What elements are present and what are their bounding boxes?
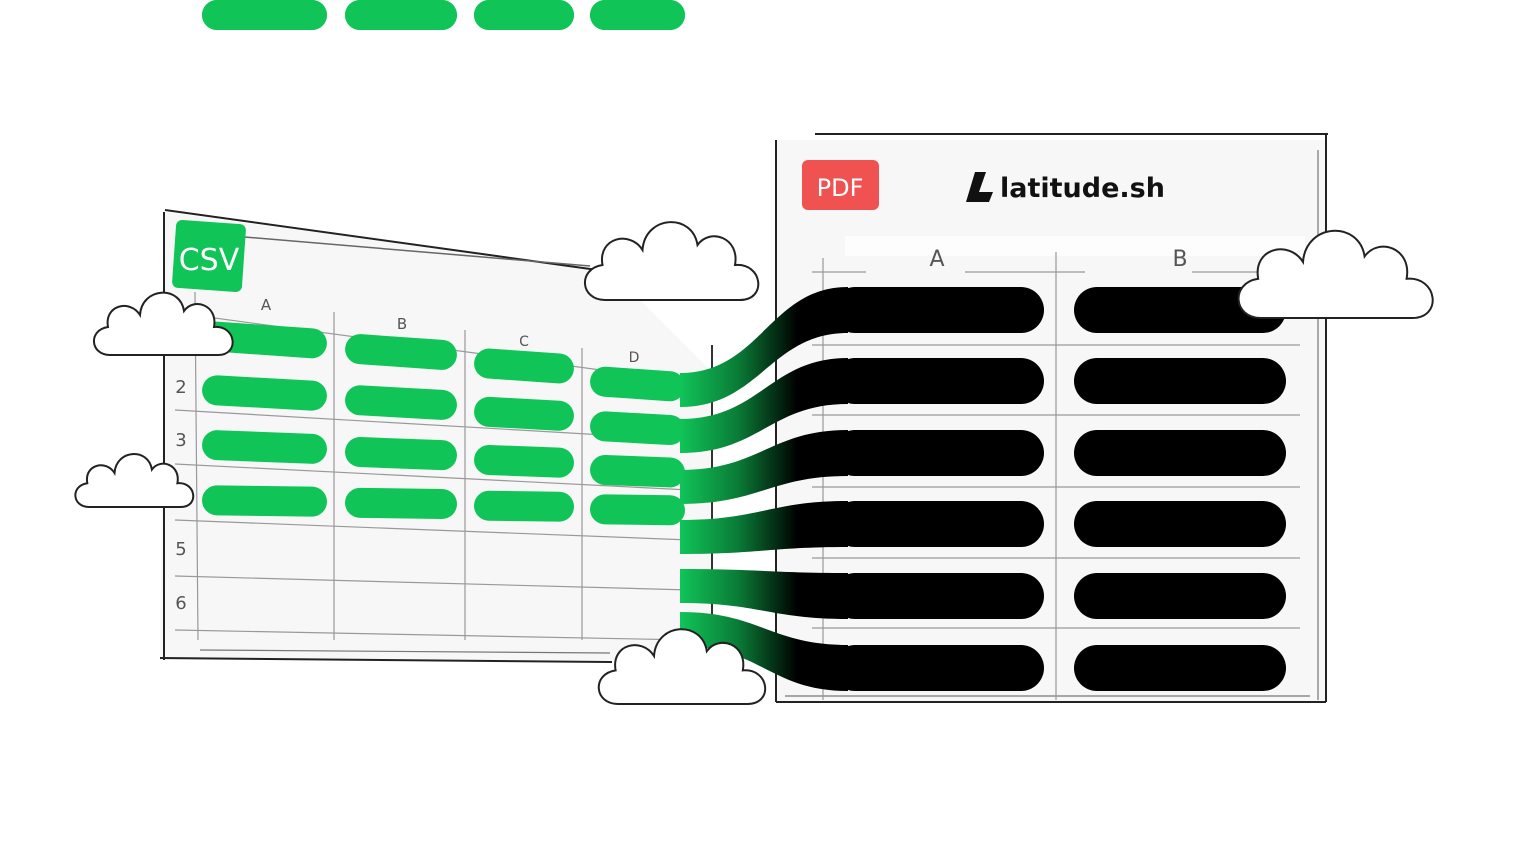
pdf-cell xyxy=(1074,573,1286,619)
csv-col-a: A xyxy=(261,296,272,314)
pdf-cell xyxy=(1074,430,1286,476)
csv-col-c: C xyxy=(519,334,529,350)
flow-ribbons xyxy=(680,287,848,691)
flow-ribbon xyxy=(680,430,848,504)
csv-cell xyxy=(345,334,457,370)
cloud-icon xyxy=(585,222,758,300)
pdf-badge: PDF xyxy=(802,160,879,210)
pdf-cell xyxy=(1074,358,1286,404)
csv-cell xyxy=(345,385,457,420)
cloud-icon xyxy=(1239,231,1433,318)
csv-cells xyxy=(202,0,685,526)
flow-ribbon xyxy=(680,287,848,407)
csv-cell xyxy=(474,348,574,384)
pdf-cell xyxy=(832,287,1044,333)
csv-row-6: 6 xyxy=(175,593,186,614)
csv-cell xyxy=(590,366,685,402)
csv-cell xyxy=(590,411,685,446)
pdf-cell xyxy=(832,645,1044,691)
csv-row-2: 2 xyxy=(175,377,186,398)
csv-cell xyxy=(202,485,327,517)
flow-ribbon xyxy=(680,612,848,691)
pdf-cell xyxy=(832,358,1044,404)
csv-cell xyxy=(590,494,685,526)
csv-cell xyxy=(345,487,457,519)
csv-cell xyxy=(474,444,574,478)
flow-ribbon xyxy=(680,569,848,619)
pdf-col-b: B xyxy=(1172,247,1187,272)
csv-cell xyxy=(202,0,327,30)
pdf-cell xyxy=(1074,645,1286,691)
csv-row-3: 3 xyxy=(175,430,186,451)
csv-badge: CSV xyxy=(172,220,246,292)
pdf-cells xyxy=(832,287,1286,691)
clouds xyxy=(75,222,1432,704)
csv-col-b: B xyxy=(397,315,407,333)
csv-badge-label: CSV xyxy=(179,243,240,278)
pdf-cell xyxy=(1074,287,1286,333)
csv-cell xyxy=(202,321,327,359)
brand-name: latitude.sh xyxy=(1000,173,1165,204)
csv-col-d: D xyxy=(629,350,640,366)
csv-sheet: CSV A B C D 2 3 4 5 6 xyxy=(159,0,713,663)
csv-cell xyxy=(345,437,457,471)
pdf-cell xyxy=(832,573,1044,619)
csv-cell xyxy=(474,396,574,431)
cloud-icon xyxy=(75,454,193,507)
cloud-icon xyxy=(599,629,765,704)
csv-cell xyxy=(590,454,685,488)
csv-cell xyxy=(590,0,685,30)
pdf-sheet: PDF latitude.sh A B xyxy=(775,133,1328,703)
pdf-cell xyxy=(832,430,1044,476)
csv-cell xyxy=(474,490,574,522)
flow-ribbon xyxy=(680,501,848,554)
pdf-col-a: A xyxy=(929,247,944,272)
csv-cell xyxy=(474,0,574,30)
pdf-cell xyxy=(832,501,1044,547)
pdf-cell xyxy=(1074,501,1286,547)
pdf-badge-label: PDF xyxy=(817,174,864,202)
cloud-icon xyxy=(94,293,233,355)
csv-cell xyxy=(345,0,457,30)
csv-cell xyxy=(202,375,327,411)
latitude-logo-icon xyxy=(966,172,993,202)
csv-row-5: 5 xyxy=(175,539,186,560)
flow-ribbon xyxy=(680,358,848,453)
csv-cell xyxy=(202,430,327,464)
